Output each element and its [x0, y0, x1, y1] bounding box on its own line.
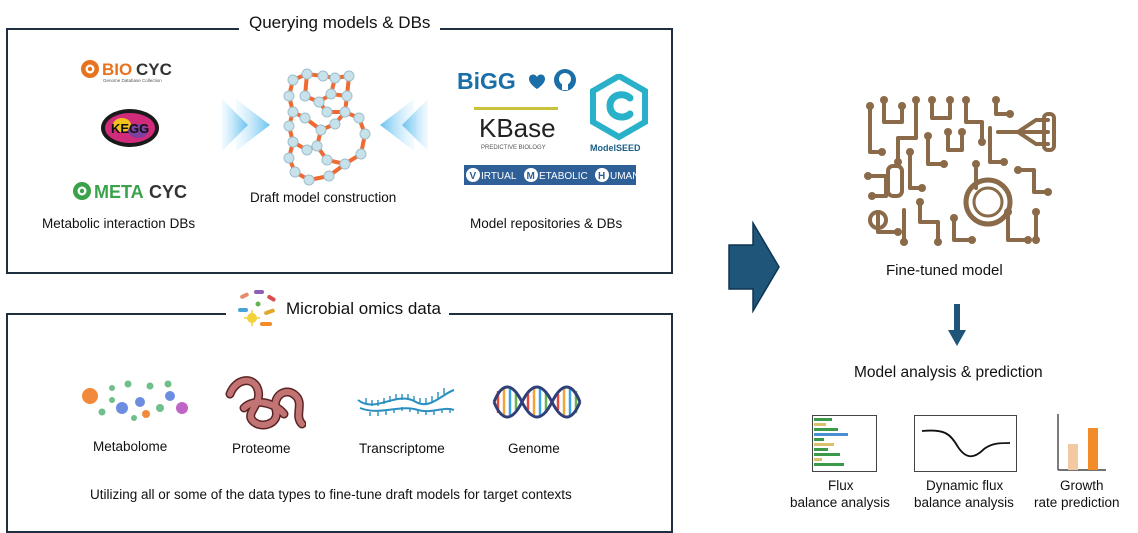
vmh-logo: V IRTUAL M ETABOLIC H UMAN	[464, 165, 636, 185]
metacyc-logo: META CYC	[72, 180, 192, 204]
model-repositories-caption: Model repositories & DBs	[470, 216, 623, 231]
svg-text:ModelSEED: ModelSEED	[590, 143, 641, 153]
svg-text:KEGG: KEGG	[111, 121, 149, 136]
genome-icon	[492, 382, 582, 422]
querying-panel-title: Querying models & DBs	[239, 13, 441, 33]
right-input-arrow-icon	[378, 97, 428, 153]
draft-model-construction-caption: Draft model construction	[250, 190, 397, 205]
svg-text:CYC: CYC	[136, 60, 172, 79]
svg-text:CYC: CYC	[149, 182, 187, 202]
draft-network-icon	[275, 68, 375, 188]
model-analysis-title: Model analysis & prediction	[854, 364, 1043, 381]
omics-panel-title: Microbial omics data	[226, 288, 449, 330]
vmh-word-2: ETABOLIC	[539, 171, 588, 182]
fine-tuned-model-icon	[858, 92, 1058, 248]
kbase-logo: KBase PREDICTIVE BIOLOGY	[474, 107, 560, 153]
left-input-arrow-icon	[222, 97, 272, 153]
growth-label-line2: rate prediction	[1034, 495, 1120, 510]
fine-tuned-model-label: Fine-tuned model	[886, 262, 1003, 279]
metabolome-label: Metabolome	[93, 439, 168, 454]
svg-text:BiGG: BiGG	[457, 68, 516, 94]
dfba-label-line1: Dynamic flux	[926, 478, 1004, 493]
svg-text:PREDICTIVE BIOLOGY: PREDICTIVE BIOLOGY	[481, 145, 546, 151]
biocyc-logo: BIO CYC Genome Database Collection	[80, 58, 180, 84]
proteome-icon	[224, 372, 306, 430]
microbes-icon	[234, 288, 280, 330]
vmh-letter-v: V	[470, 171, 477, 182]
svg-text:KBase: KBase	[479, 113, 556, 143]
transcriptome-icon	[356, 384, 456, 418]
fba-label-line2: balance analysis	[790, 495, 890, 510]
fba-label-line1: Flux	[828, 478, 854, 493]
growth-rate-chart-icon	[1052, 412, 1108, 474]
svg-text:BIO: BIO	[102, 60, 132, 79]
growth-label-line1: Growth	[1060, 478, 1104, 493]
metabolic-interaction-dbs-caption: Metabolic interaction DBs	[42, 216, 196, 231]
kegg-logo: KEGG	[100, 108, 160, 148]
big-right-arrow-icon	[727, 221, 781, 313]
fba-chart-icon	[812, 415, 878, 475]
vmh-word-1: IRTUAL	[481, 171, 517, 182]
svg-text:Genome Database Collection: Genome Database Collection	[103, 78, 162, 83]
genome-label: Genome	[508, 441, 560, 456]
proteome-label: Proteome	[232, 441, 291, 456]
svg-text:META: META	[94, 182, 144, 202]
bigg-logo: BiGG	[457, 67, 581, 95]
vmh-letter-h: H	[598, 171, 605, 182]
omics-caption: Utilizing all or some of the data types …	[90, 487, 572, 502]
metabolome-icon	[78, 378, 194, 424]
down-arrow-icon	[948, 302, 966, 348]
vmh-letter-m: M	[527, 171, 535, 182]
omics-title-text: Microbial omics data	[286, 299, 441, 318]
transcriptome-label: Transcriptome	[359, 441, 445, 456]
modelseed-logo: ModelSEED	[588, 74, 650, 154]
dfba-label-line2: balance analysis	[914, 495, 1014, 510]
dfba-chart-icon	[914, 415, 1018, 475]
vmh-word-3: UMAN	[610, 171, 636, 182]
